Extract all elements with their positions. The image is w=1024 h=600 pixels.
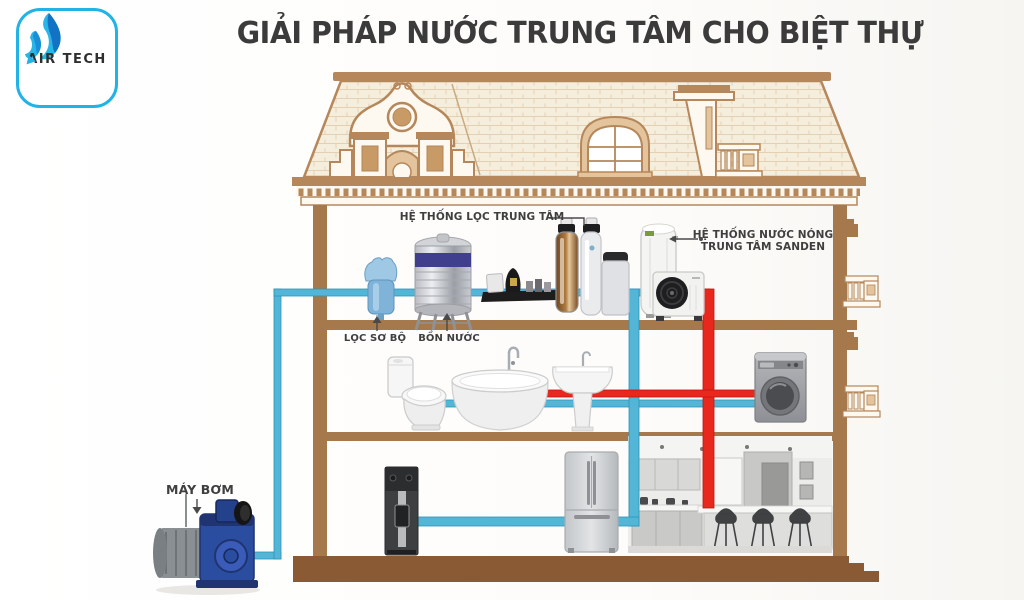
washing-machine-icon	[754, 352, 807, 423]
bar-stools	[713, 508, 813, 551]
kitchen-photo	[628, 436, 833, 553]
hot-water-label: HỆ THỐNG NƯỚC NÓNG TRUNG TÂM SANDEN	[692, 229, 834, 253]
bathtub-icon	[451, 346, 549, 431]
cold-pipe-riser	[628, 288, 640, 527]
pre-filter-label: LỌC SƠ BỘ	[343, 333, 407, 344]
pump-label: MÁY BƠM	[166, 482, 234, 497]
water-pump-icon	[153, 494, 260, 595]
airtech-logo: AIR TECH	[16, 8, 118, 108]
roof-gable-ornament	[329, 82, 475, 182]
right-wall-ornaments	[842, 219, 881, 418]
cornice-molding	[300, 196, 858, 206]
hot-pipe-riser	[702, 288, 715, 509]
refrigerator-icon	[564, 451, 619, 553]
house-structure	[292, 72, 881, 582]
label-pointers	[192, 217, 703, 514]
salt-tank-icon	[601, 252, 630, 316]
floor-slab-upper	[327, 320, 833, 330]
logo-text: AIR TECH	[24, 52, 107, 67]
left-wall	[313, 205, 327, 557]
floor-slab-lower	[327, 432, 833, 441]
roof-dormer-window	[577, 115, 653, 179]
toilet-icon	[387, 356, 447, 431]
cornice-band	[292, 177, 866, 186]
water-tank-label: BỒN NƯỚC	[418, 333, 480, 344]
filtration-column-glass-icon	[555, 217, 579, 313]
cornice-dentils	[296, 186, 860, 197]
stainless-water-tank-icon	[414, 233, 473, 331]
pedestal-sink-icon	[552, 351, 613, 432]
central-filter-label: HỆ THỐNG LỌC TRUNG TÂM	[399, 211, 565, 223]
roof-balustrade	[715, 143, 763, 178]
water-dispenser-icon	[384, 466, 419, 556]
cold-pipe-outside-riser	[273, 288, 282, 560]
filter-media-display-icon	[481, 268, 558, 302]
flame-icon	[25, 13, 61, 60]
right-wall	[833, 205, 847, 557]
foundation-base	[293, 556, 879, 582]
roof-ridge	[333, 72, 831, 81]
pre-filter-icon	[364, 257, 398, 321]
page-title: GIẢI PHÁP NƯỚC TRUNG TÂM CHO BIỆT THỰ	[236, 16, 924, 51]
heat-pump-icon	[652, 271, 705, 321]
filtration-column-white-icon	[580, 217, 602, 316]
